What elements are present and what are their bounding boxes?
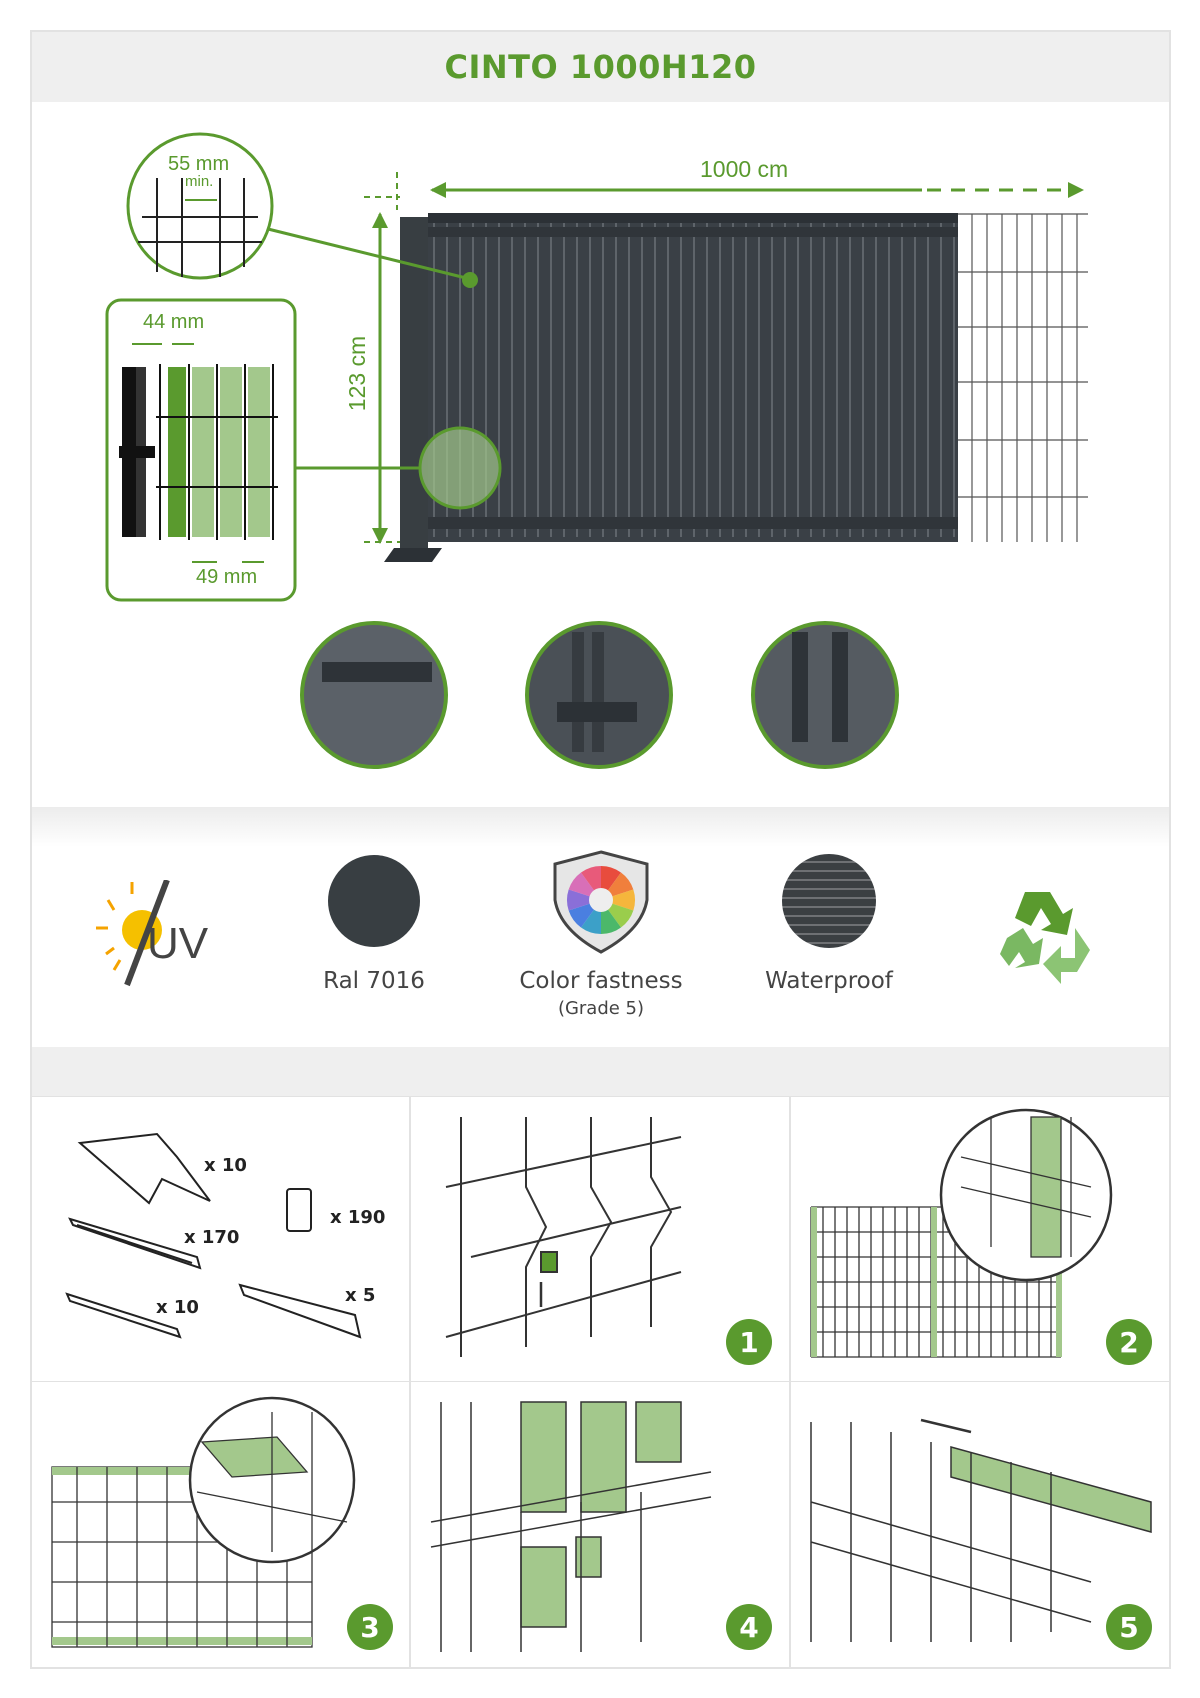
slat-gap-label: 44 mm	[143, 311, 205, 333]
height-label: 123 cm	[344, 335, 371, 412]
step-badge: 5	[1106, 1604, 1152, 1650]
part-qty: x 170	[184, 1227, 240, 1248]
mesh-note: min.	[185, 173, 214, 190]
page-title: CINTO 1000H120	[32, 32, 1169, 102]
feature-label-fastness: Color fastness	[519, 968, 683, 994]
sheet-frame	[30, 30, 1171, 1669]
step-badge: 2	[1106, 1319, 1152, 1365]
part-qty: x 5	[345, 1285, 376, 1306]
step-2-cell: 2	[790, 1096, 1170, 1382]
mesh-extension	[958, 213, 1088, 542]
detail-photos	[300, 621, 899, 769]
feature-label-waterproof: Waterproof	[765, 968, 893, 994]
step-1-cell: 1	[410, 1096, 790, 1382]
uv-icon: UV	[96, 880, 209, 987]
step-4-cell: 4	[410, 1381, 790, 1668]
features-divider	[32, 807, 1169, 847]
waterproof-icon	[782, 854, 876, 948]
feature-label-ral: Ral 7016	[323, 968, 425, 994]
color-wheel-shield-icon	[553, 850, 649, 954]
feature-sub-fastness: (Grade 5)	[557, 998, 645, 1019]
slat-width-label: 49 mm	[196, 566, 258, 588]
recycle-icon	[1000, 892, 1090, 984]
part-qty: x 10	[156, 1297, 199, 1318]
svg-text:UV: UV	[147, 919, 209, 968]
step-badge: 1	[726, 1319, 772, 1365]
part-qty: x 190	[330, 1207, 386, 1228]
step-3-cell: 3	[31, 1381, 410, 1668]
step-badge: 4	[726, 1604, 772, 1650]
mesh-label: 55 mm	[168, 153, 230, 175]
step-badge: 3	[347, 1604, 393, 1650]
instructions-header-band	[32, 1047, 1169, 1096]
step-5-cell: 5	[790, 1381, 1170, 1668]
parts-list-cell: x 10 x 190 x 170 x 10 x 5	[31, 1096, 410, 1382]
width-label: 1000 cm	[700, 156, 789, 182]
fence-diagram	[105, 132, 1088, 769]
ral-color-swatch	[328, 855, 420, 947]
part-qty: x 10	[204, 1155, 247, 1176]
